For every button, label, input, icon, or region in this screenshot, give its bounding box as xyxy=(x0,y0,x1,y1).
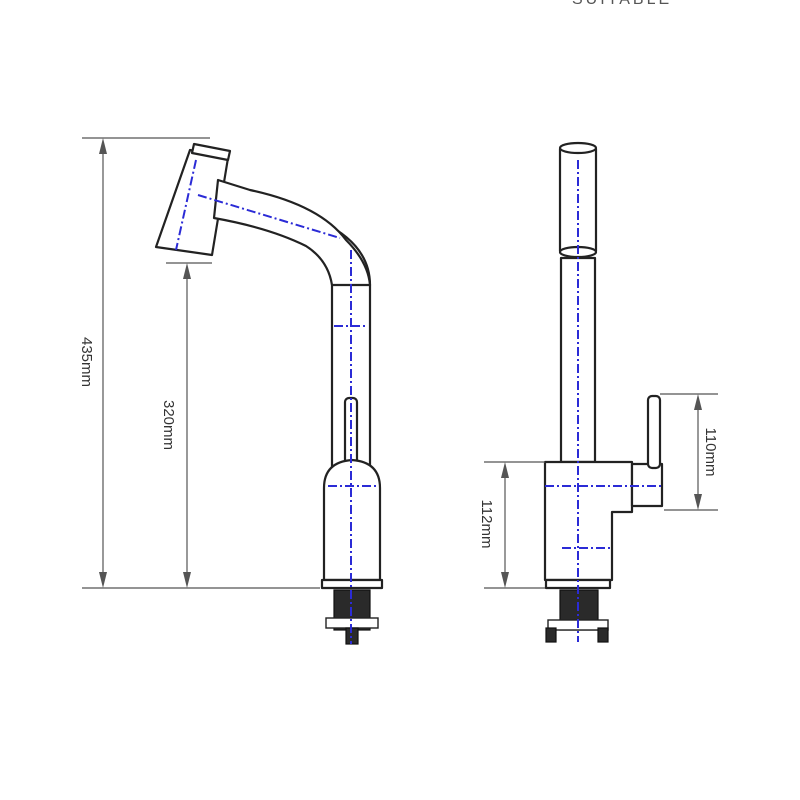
dimension-320-label: 320mm xyxy=(160,400,177,450)
front-view-spray-top xyxy=(558,141,598,155)
side-view-body xyxy=(322,458,382,582)
dimension-435-label: 435mm xyxy=(78,337,95,387)
front-view-foot-left xyxy=(545,627,557,643)
side-view-centerline-head xyxy=(175,159,197,251)
dimension-435: 435mm xyxy=(78,137,320,589)
front-view-handle-lever xyxy=(646,394,662,470)
dimension-110: 110mm xyxy=(660,393,719,511)
front-view xyxy=(543,141,664,643)
side-view-spout-arm xyxy=(212,178,372,287)
dimension-112-label: 112mm xyxy=(478,500,495,549)
dimension-110-label: 110mm xyxy=(702,428,719,477)
side-view-centerline-arm xyxy=(197,194,341,239)
dimension-320: 320mm xyxy=(160,262,212,588)
top-caption: SUITABLE xyxy=(572,0,672,8)
front-view-foot-right xyxy=(597,627,609,643)
front-view-body xyxy=(543,460,634,582)
dimension-112: 112mm xyxy=(478,461,545,589)
side-view-spray-cap xyxy=(190,142,232,162)
side-view xyxy=(154,142,384,645)
